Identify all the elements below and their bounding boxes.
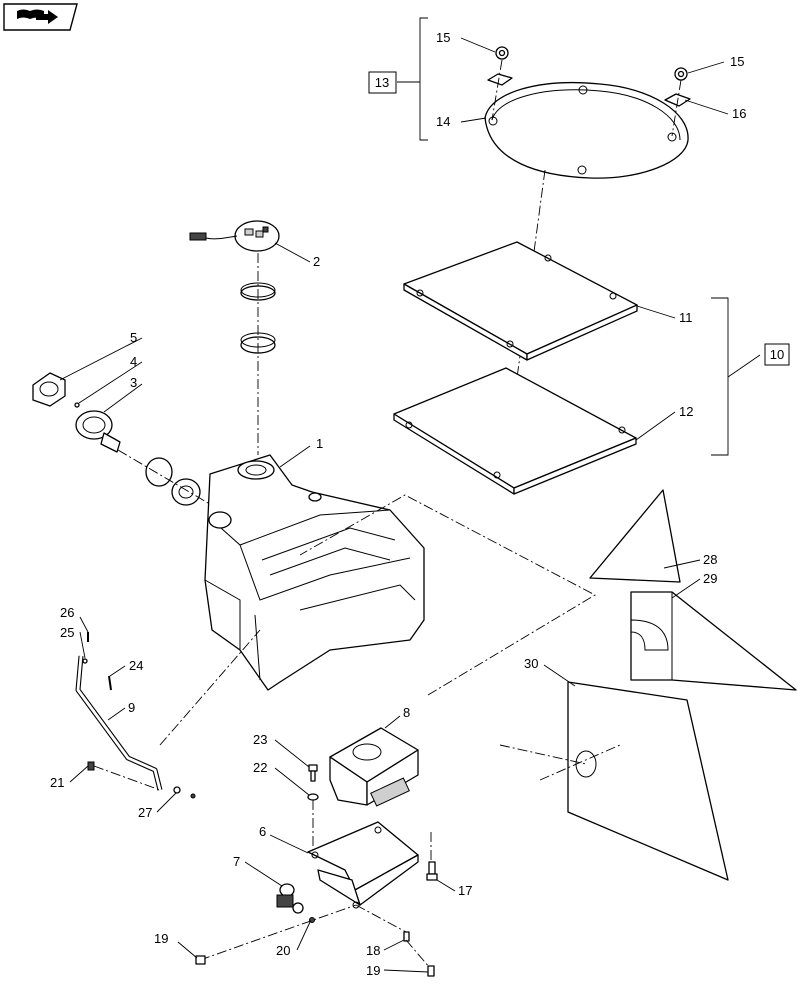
filler-neck-3 <box>75 410 121 453</box>
bolt-19-right <box>427 965 435 977</box>
shield-11 <box>403 241 638 361</box>
bolt-23 <box>308 764 318 782</box>
valve-7 <box>276 883 304 914</box>
filler-cap-5 <box>32 372 66 407</box>
callout-18: 18 <box>366 943 380 958</box>
nut-15-right <box>674 67 688 81</box>
callout-17: 17 <box>458 883 472 898</box>
callout-22: 22 <box>253 760 267 775</box>
callout-11: 11 <box>679 310 693 325</box>
callout-12: 12 <box>679 404 693 419</box>
book-arrow-icon[interactable] <box>3 3 78 31</box>
callout-13: 13 <box>375 75 389 90</box>
nut-20 <box>309 917 315 923</box>
group-bracket-13: 13 <box>368 17 428 141</box>
clamp-27 <box>173 786 196 799</box>
mounting-bracket-6 <box>307 821 419 909</box>
callout-5: 5 <box>130 330 137 345</box>
callout-1: 1 <box>316 436 323 451</box>
callout-14: 14 <box>436 114 450 129</box>
sender-unit-2 <box>189 220 280 252</box>
callout-27: 27 <box>138 805 152 820</box>
washer-25 <box>82 658 88 664</box>
callout-29: 29 <box>703 571 717 586</box>
callout-25: 25 <box>60 625 74 640</box>
fuel-tank-1 <box>204 454 425 691</box>
strainer-gasket <box>171 478 201 506</box>
group-bracket-10: 10 <box>711 297 790 456</box>
callout-16: 16 <box>732 106 746 121</box>
callout-4: 4 <box>130 354 137 369</box>
pin-4 <box>74 402 80 408</box>
callout-20: 20 <box>276 943 290 958</box>
strainer-disc <box>145 457 173 487</box>
callout-23: 23 <box>253 732 267 747</box>
callout-26: 26 <box>60 605 74 620</box>
leader-lines <box>59 37 729 973</box>
callout-15-left: 15 <box>436 30 450 45</box>
callout-24: 24 <box>129 658 143 673</box>
callout-7: 7 <box>233 854 240 869</box>
callout-28: 28 <box>703 552 717 567</box>
insulation-29 <box>630 591 797 691</box>
bolt-18 <box>403 931 410 942</box>
callout-19-right: 19 <box>366 963 380 978</box>
insulation-30 <box>567 681 729 881</box>
callout-21: 21 <box>50 775 64 790</box>
callout-2: 2 <box>313 254 320 269</box>
callout-3: 3 <box>130 375 137 390</box>
bolt-19-left <box>195 955 206 965</box>
fuel-tube-9 <box>75 655 163 791</box>
insulation-28 <box>589 489 681 583</box>
callout-9: 9 <box>128 700 135 715</box>
cover-plate <box>484 81 689 179</box>
controller-module-8 <box>329 727 419 807</box>
washer-22 <box>307 793 319 801</box>
nut-15-left <box>495 46 509 60</box>
callout-30: 30 <box>524 656 538 671</box>
callout-15-right: 15 <box>730 54 744 69</box>
screw-17 <box>426 861 438 881</box>
screw-24 <box>108 675 112 691</box>
shield-12 <box>393 367 637 495</box>
callout-8: 8 <box>403 705 410 720</box>
callout-10: 10 <box>770 347 784 362</box>
washer-14 <box>487 73 513 86</box>
callout-19-left: 19 <box>154 931 168 946</box>
callout-6: 6 <box>259 824 266 839</box>
